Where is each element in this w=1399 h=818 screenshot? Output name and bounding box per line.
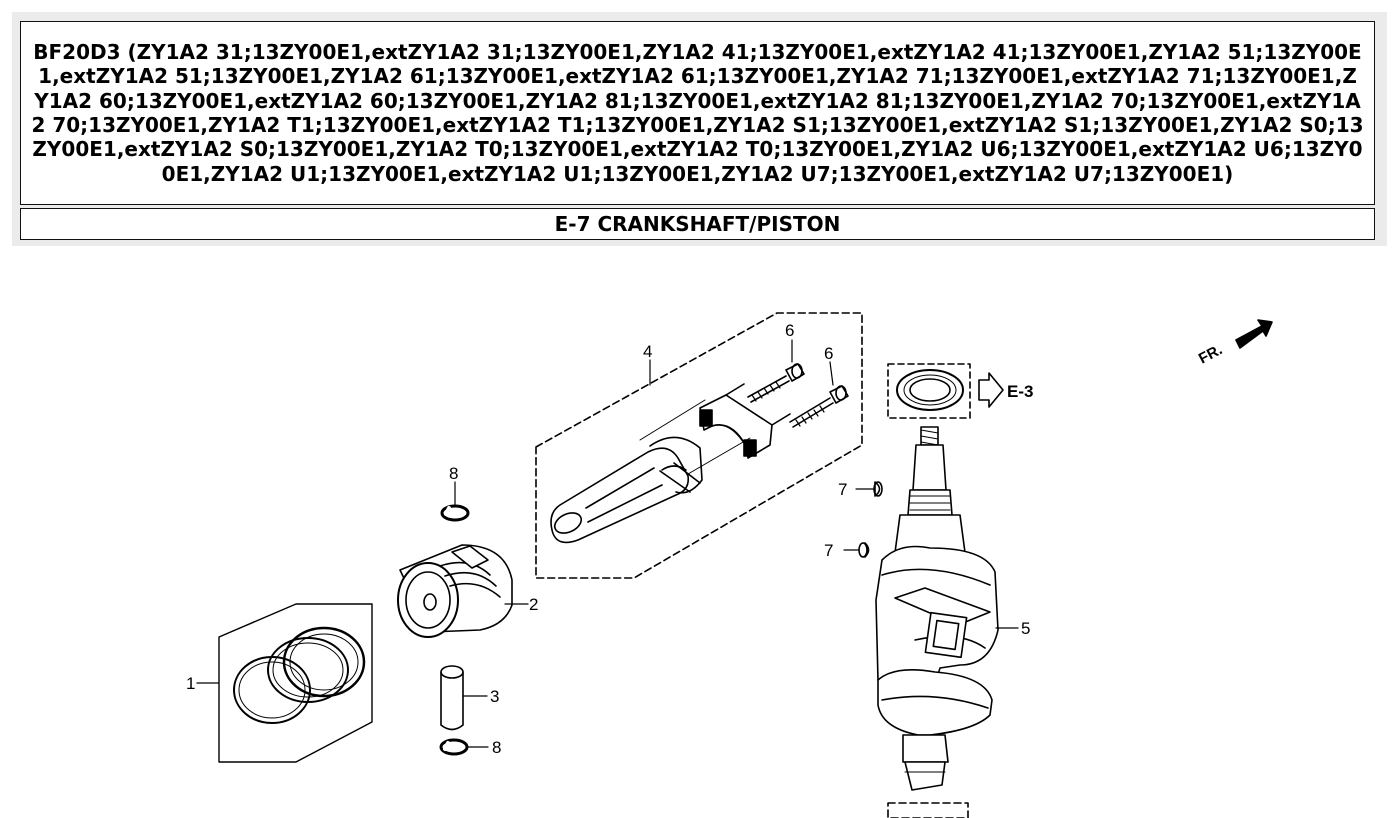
crankshaft-lower-dashed-box: [887, 802, 969, 818]
callout-key-lower: 7: [824, 541, 833, 560]
model-title: BF20D3 (ZY1A2 31;13ZY00E1,extZY1A2 31;13…: [31, 40, 1364, 186]
piston-pin-clip-upper-drawing[interactable]: [440, 504, 470, 522]
section-title-box: E-7 CRANKSHAFT/PISTON: [20, 208, 1375, 240]
callout-bolt-b: 6: [824, 344, 833, 363]
model-title-box: BF20D3 (ZY1A2 31;13ZY00E1,extZY1A2 31;13…: [20, 21, 1375, 205]
front-direction-arrow-icon: [1235, 319, 1273, 349]
callout-piston-pin: 3: [490, 687, 499, 706]
callout-clip-upper: 8: [449, 464, 458, 483]
callout-crankshaft: 5: [1021, 619, 1030, 638]
section-title: E-7 CRANKSHAFT/PISTON: [554, 212, 841, 236]
connecting-rod-drawing[interactable]: [550, 383, 791, 544]
front-direction-label: FR.: [1196, 341, 1225, 367]
piston-drawing[interactable]: [397, 544, 529, 638]
bolt-a-drawing[interactable]: [747, 363, 805, 403]
bolt-b-drawing[interactable]: [789, 385, 849, 428]
connecting-rod-group-box: [535, 312, 863, 579]
piston-ring-set-box: [218, 603, 373, 763]
header-panel: BF20D3 (ZY1A2 31;13ZY00E1,extZY1A2 31;13…: [12, 12, 1387, 246]
callout-piston: 2: [529, 595, 538, 614]
reference-label[interactable]: E-3: [1007, 382, 1033, 401]
oil-seal-dashed-box: [887, 363, 971, 419]
reference-arrow-icon[interactable]: [978, 372, 1004, 408]
piston-pin-drawing[interactable]: [440, 665, 488, 731]
callout-ring-set: 1: [186, 674, 195, 693]
oil-seal-drawing[interactable]: [896, 369, 964, 411]
callout-connecting-rod: 4: [643, 342, 652, 361]
callout-key-upper: 7: [838, 480, 847, 499]
callout-clip-lower: 8: [492, 738, 501, 757]
woodruff-key-upper-drawing[interactable]: [855, 481, 883, 497]
woodruff-key-lower-drawing[interactable]: [843, 542, 870, 558]
callout-bolt-a: 6: [785, 321, 794, 340]
crankshaft-drawing[interactable]: [875, 426, 1019, 791]
piston-ring-set-drawing[interactable]: [233, 626, 366, 724]
